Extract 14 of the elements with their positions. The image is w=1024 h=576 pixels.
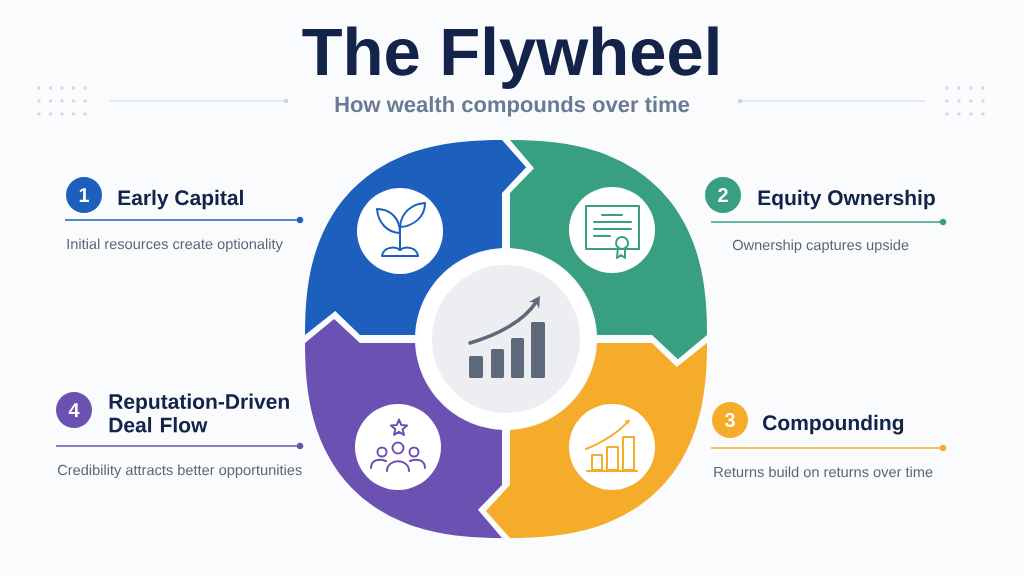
heading: Early Capital [118,189,243,210]
description: Ownership captures upside [732,239,909,254]
description: Returns build on returns over time [714,466,933,478]
number-badge: 4 [56,392,92,428]
title: The Flywheel [302,26,718,89]
description: Credibility attracts better opportunities [57,464,302,479]
number-badge: 1 [66,177,102,213]
heading: Equity Ownership [758,189,935,210]
number-badge: 3 [712,402,748,438]
number-badge: 2 [705,177,741,213]
heading: Compounding [763,414,904,435]
subtitle: How wealth compounds over time [335,96,690,117]
heading: Reputation-Driven Deal Flow [109,393,289,433]
description: Initial resources create optionality [67,238,283,253]
